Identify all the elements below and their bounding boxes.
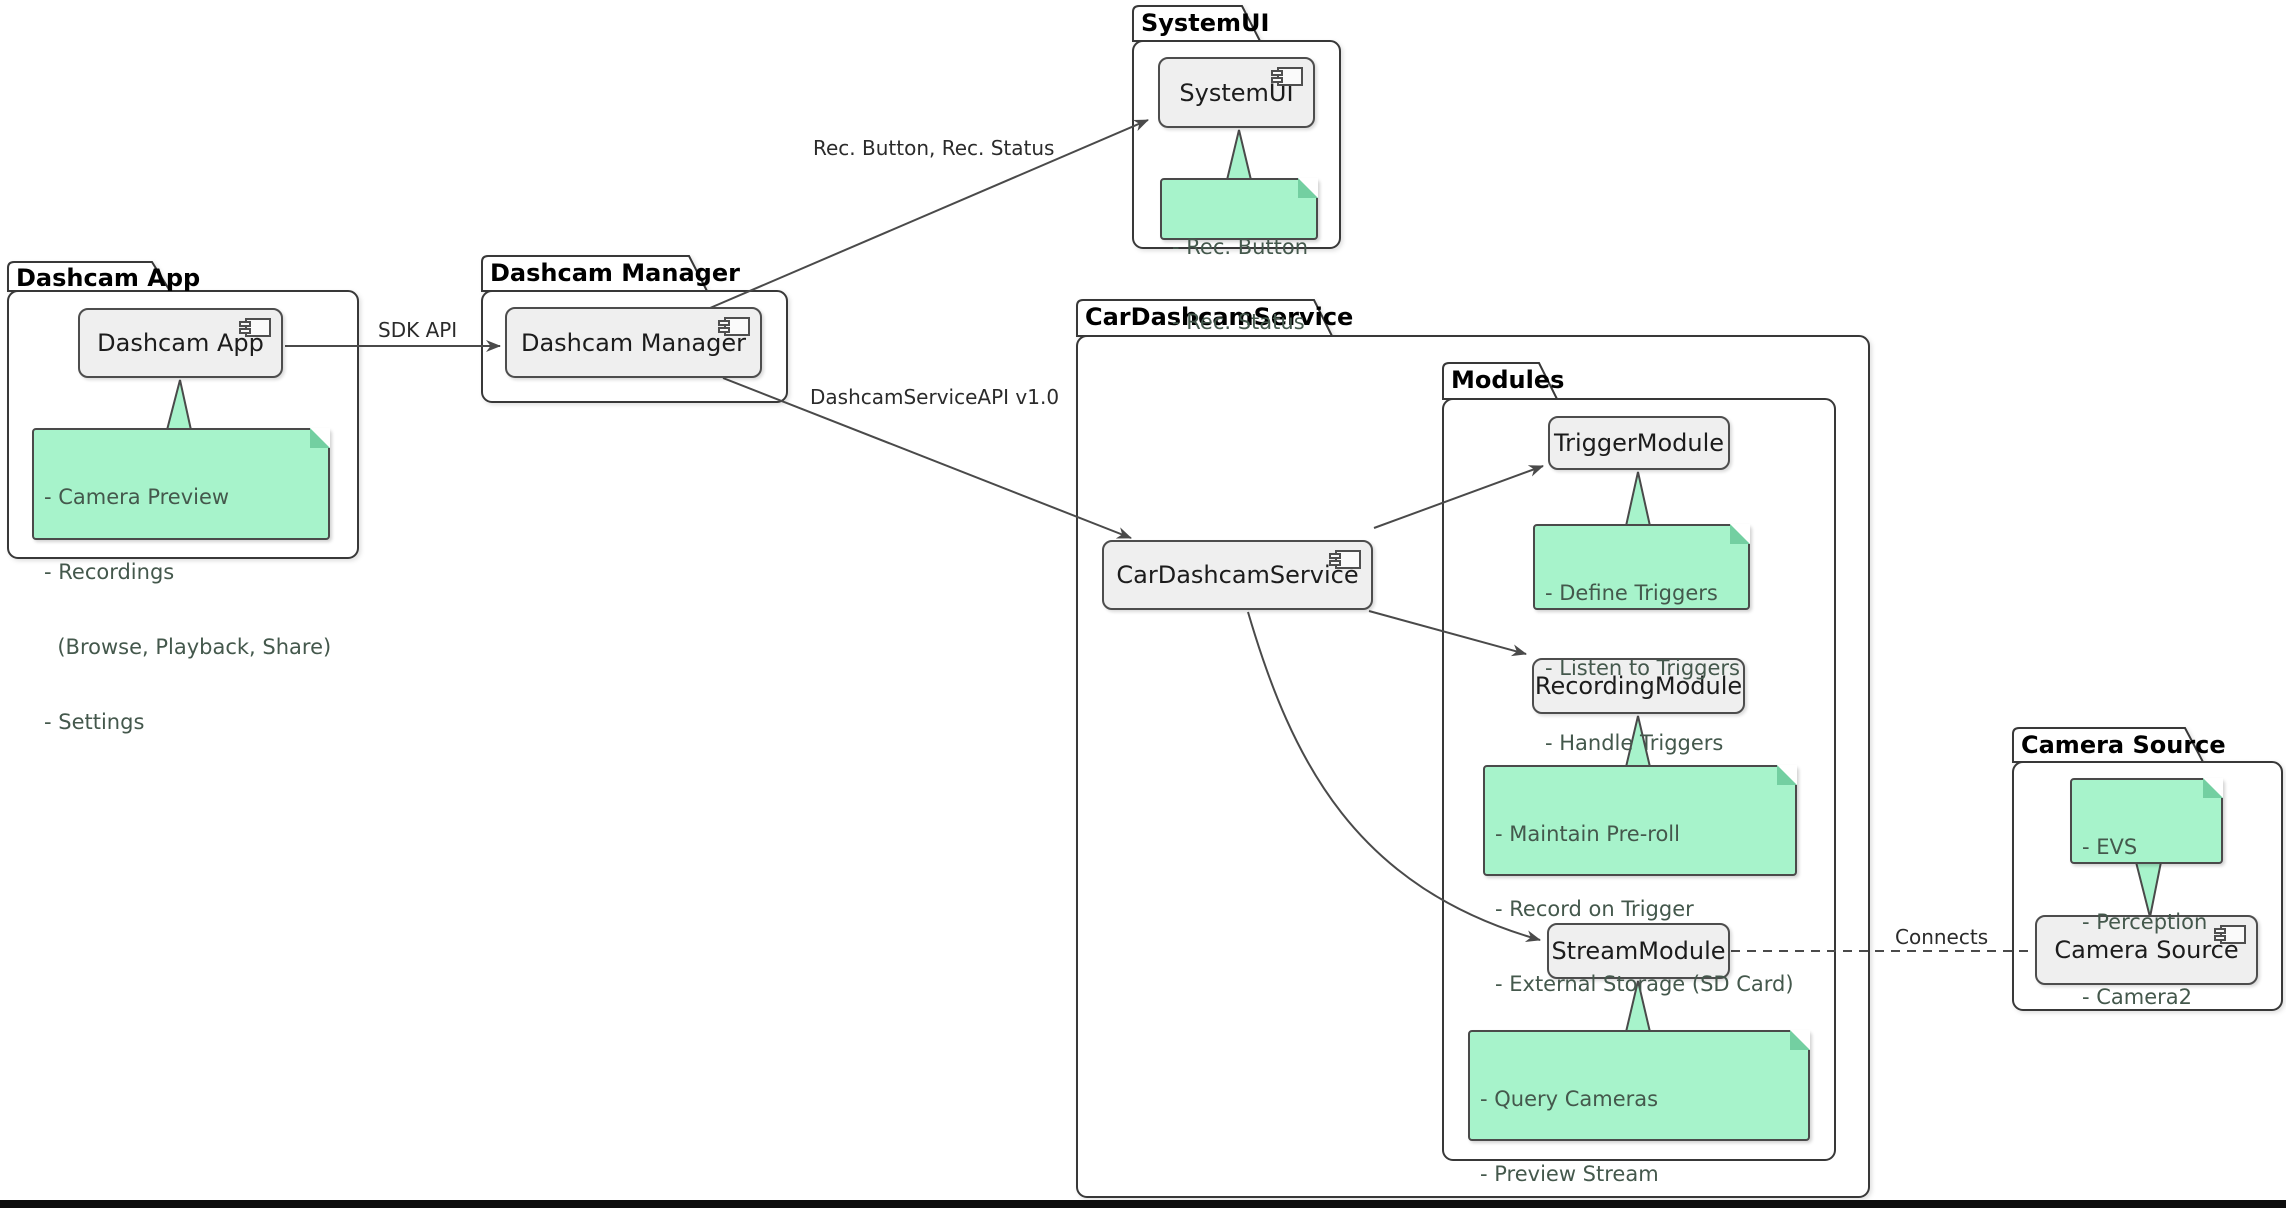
component-icon <box>1271 67 1303 86</box>
component-label: RecordingModule <box>1534 672 1743 700</box>
component-label: StreamModule <box>1551 937 1726 965</box>
package-dashcam-app-tab <box>7 261 172 292</box>
note-systemui: - Rec. Button - Rec. Status <box>1160 178 1318 334</box>
component-label: Camera Source <box>2054 936 2239 964</box>
note-dashcam-app: - Camera Preview - Recordings (Browse, P… <box>32 428 331 734</box>
note-recordingmodule: - Maintain Pre-roll - Record on Trigger … <box>1483 765 1797 1071</box>
edge-manager-to-service <box>722 377 1132 539</box>
package-title-modules: Modules <box>1451 366 1565 394</box>
package-title-cardashcamservice: CarDashcamService <box>1085 303 1354 331</box>
note-line: - Handle Triggers <box>1545 731 1724 755</box>
note-line: - Settings <box>44 710 145 734</box>
note-line: - Query Cameras <box>1480 1087 1659 1111</box>
component-icon <box>718 317 750 336</box>
package-dashcam-manager-tab <box>481 255 709 292</box>
note-line: (Browse, Playback, Share) <box>44 635 332 659</box>
component-label: CarDashcamService <box>1116 561 1359 589</box>
package-systemui-tab <box>1132 5 1262 42</box>
edge-service-to-recordingmodule <box>1368 610 1527 657</box>
component-dashcam-app: Dashcam App <box>78 308 283 378</box>
note-triggermodule: - Define Triggers - Listen to Triggers -… <box>1533 524 1750 755</box>
edge-label-sdk-api: SDK API <box>378 318 458 342</box>
note-line: - External Storage (SD Card) <box>1495 972 1794 996</box>
package-title-dashcam-manager: Dashcam Manager <box>490 259 740 287</box>
edge-service-to-streammodule <box>1247 611 1541 942</box>
edge-label-dashcam-service-api: DashcamServiceAPI v1.0 <box>810 385 1060 409</box>
package-modules-tab <box>1442 362 1559 400</box>
package-title-camera-source: Camera Source <box>2021 731 2226 759</box>
note-line: - Rec. Status <box>1172 310 1305 334</box>
component-icon <box>239 318 271 337</box>
edge-service-to-triggermodule <box>1373 465 1544 529</box>
component-label: Dashcam Manager <box>520 328 746 357</box>
bottom-bar <box>0 1200 2286 1208</box>
component-icon <box>2214 925 2246 944</box>
note-line: - Maintain Pre-roll <box>1495 822 1680 846</box>
note-line: - Rec. Button <box>1172 235 1309 259</box>
edge-manager-to-systemui <box>709 119 1149 309</box>
component-streammodule: StreamModule <box>1547 923 1730 979</box>
component-label: TriggerModule <box>1553 429 1725 457</box>
component-recordingmodule: RecordingModule <box>1532 658 1745 714</box>
note-line: - EVS <box>2082 835 2138 859</box>
note-line: - Camera Preview <box>44 485 230 509</box>
note-line: - Listen to Triggers <box>1545 656 1740 680</box>
note-streammodule: - Query Cameras - Preview Stream - Snaps… <box>1468 1030 1810 1186</box>
package-title-systemui: SystemUI <box>1141 9 1270 37</box>
component-dashcam-manager: Dashcam Manager <box>505 307 762 378</box>
edge-label-connects: Connects <box>1895 925 1989 949</box>
package-title-dashcam-app: Dashcam App <box>16 264 201 292</box>
note-line: - Perception <box>2082 910 2208 934</box>
package-cardashcamservice-tab <box>1076 299 1334 337</box>
component-cardashcamservice: CarDashcamService <box>1102 540 1373 610</box>
component-systemui: SystemUI <box>1158 57 1315 128</box>
note-line: - Camera2 <box>2082 985 2193 1009</box>
package-camera-source-tab <box>2012 727 2205 763</box>
component-triggermodule: TriggerModule <box>1548 416 1730 470</box>
component-camera-source: Camera Source <box>2035 915 2258 985</box>
component-label: Dashcam App <box>97 329 264 357</box>
component-label: SystemUI <box>1179 78 1294 107</box>
note-line: - Define Triggers <box>1545 581 1718 605</box>
note-line: - Record on Trigger <box>1495 897 1694 921</box>
note-camera-source: - EVS - Perception - Camera2 <box>2070 778 2223 1009</box>
note-line: - Preview Stream <box>1480 1162 1659 1186</box>
note-line: - Recordings <box>44 560 175 584</box>
edge-label-rec-button-status: Rec. Button, Rec. Status <box>813 136 1055 160</box>
component-icon <box>1329 550 1361 569</box>
